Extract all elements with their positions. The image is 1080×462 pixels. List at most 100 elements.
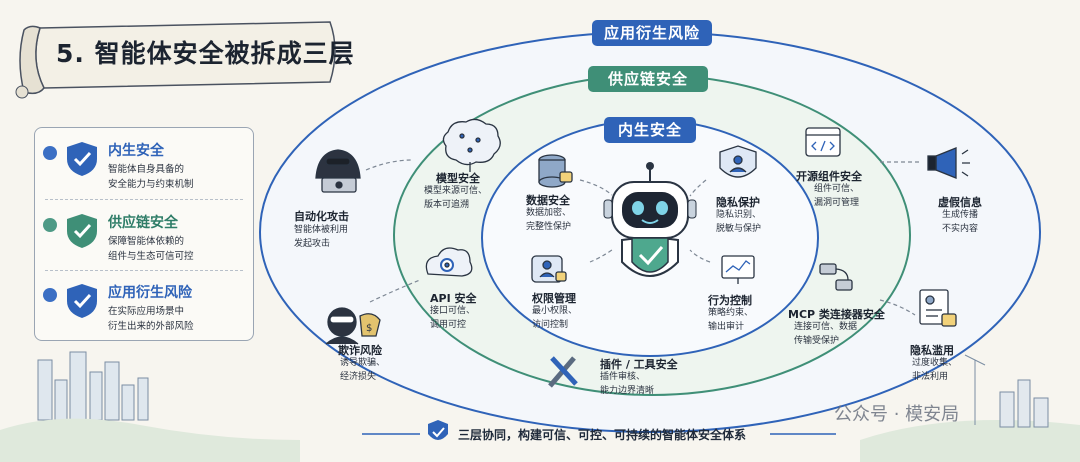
node-permission-desc: 最小权限、 访问控制 <box>532 304 577 332</box>
ground-left <box>0 418 300 462</box>
node-desc-line: 传输受保护 <box>794 336 840 346</box>
node-api-title: API 安全 <box>430 292 477 305</box>
node-desc-line: 策略约束、 <box>708 308 754 318</box>
node-model-desc: 模型来源可信、 版本可追溯 <box>424 184 487 212</box>
node-mcp-title: MCP 类连接器安全 <box>788 308 885 321</box>
ground-right <box>860 420 1080 462</box>
tools-icon <box>548 356 578 388</box>
node-desc-line: 非法利用 <box>912 372 949 382</box>
legend-desc-line: 在实际应用场景中 <box>108 306 185 317</box>
legend-item-application: 应用衍生风险 在实际应用场景中 衍生出来的外部风险 <box>35 274 253 340</box>
legend-desc: 保障智能体依赖的 组件与生态可信可控 <box>108 234 248 264</box>
page-title: 5. 智能体安全被拆成三层 <box>56 39 355 68</box>
node-fake-desc: 生成传播 不实内容 <box>942 208 978 236</box>
legend-dot <box>43 288 57 302</box>
node-desc-line: 过度收集、 <box>912 358 958 368</box>
ring-label-inner: 内生安全 <box>604 117 696 143</box>
node-mcp-desc: 连接可信、数据 传输受保护 <box>794 320 857 348</box>
legend-dot <box>43 218 57 232</box>
node-desc-line: 插件审核、 <box>600 372 646 382</box>
ring-label-outer: 应用衍生风险 <box>592 20 712 46</box>
database-lock-icon <box>538 154 573 188</box>
node-data-title: 数据安全 <box>526 194 570 207</box>
legend-dot <box>43 146 57 160</box>
brain-icon <box>442 118 501 172</box>
privacy-shield-user-icon <box>719 145 757 178</box>
legend-desc-line: 安全能力与约束机制 <box>108 179 194 190</box>
node-fraud-desc: 诱导欺骗、 经济损失 <box>340 356 385 384</box>
node-desc-line: 隐私识别、 <box>716 210 762 220</box>
node-desc-line: 漏洞可管理 <box>814 198 860 208</box>
legend-title: 供应链安全 <box>108 215 178 231</box>
node-desc-line: 版本可追溯 <box>424 200 470 210</box>
shield-check-icon <box>67 284 97 318</box>
node-desc-line: 不实内容 <box>942 224 979 234</box>
node-desc-line: 模型来源可信、 <box>424 186 488 196</box>
node-desc-line: 接口可信、 <box>430 306 476 316</box>
node-automation-desc: 智能体被利用 发起攻击 <box>294 223 348 251</box>
legend-desc: 智能体自身具备的 安全能力与约束机制 <box>108 162 248 192</box>
legend-item-supply-chain: 供应链安全 保障智能体依赖的 组件与生态可信可控 <box>35 204 253 270</box>
legend-title: 内生安全 <box>108 143 164 159</box>
megaphone-icon <box>927 147 970 179</box>
node-privacy-desc: 隐私识别、 脱敏与保护 <box>716 208 761 236</box>
node-desc-line: 最小权限、 <box>532 306 578 316</box>
node-model-title: 模型安全 <box>436 172 480 185</box>
node-plugin-desc: 插件审核、 能力边界清晰 <box>600 370 654 398</box>
node-behavior-desc: 策略约束、 输出审计 <box>708 306 753 334</box>
node-automation-title: 自动化攻击 <box>294 210 349 223</box>
node-desc-line: 诱导欺骗、 <box>340 358 386 368</box>
node-api-desc: 接口可信、 调用可控 <box>430 304 475 332</box>
city-skyline-right <box>964 354 1049 428</box>
legend-desc-line: 组件与生态可信可控 <box>108 251 194 262</box>
monitor-chart-icon <box>721 255 755 284</box>
svg-text:$: $ <box>366 323 372 334</box>
node-desc-line: 访问控制 <box>532 320 569 330</box>
plug-connector-icon <box>819 263 853 291</box>
legend-item-intrinsic: 内生安全 智能体自身具备的 安全能力与约束机制 <box>35 132 253 198</box>
node-fraud-title: 欺诈风险 <box>338 344 382 357</box>
footer-caption: 三层协同，构建可信、可控、可持续的智能体安全体系 <box>458 428 747 442</box>
node-abuse-desc: 过度收集、 非法利用 <box>912 356 957 384</box>
user-lock-icon <box>531 255 567 283</box>
node-permission-title: 权限管理 <box>532 292 576 305</box>
legend-panel: 内生安全 智能体自身具备的 安全能力与约束机制 供应链安全 保障智能体依赖的 组… <box>34 127 254 341</box>
node-opensource-title: 开源组件安全 <box>796 170 862 183</box>
watermark: 公众号 · 模安局 <box>834 404 960 425</box>
cloud-gear-icon <box>425 247 473 277</box>
shield-check-icon <box>67 142 97 176</box>
legend-divider <box>45 270 243 271</box>
legend-desc-line: 保障智能体依赖的 <box>108 236 185 247</box>
legend-desc-line: 衍生出来的外部风险 <box>108 321 194 332</box>
node-desc-line: 经济损失 <box>340 372 377 382</box>
node-desc-line: 生成传播 <box>942 210 979 220</box>
code-window-icon <box>805 127 841 157</box>
node-desc-line: 发起攻击 <box>294 239 331 249</box>
node-abuse-title: 隐私滥用 <box>910 344 954 357</box>
node-desc-line: 智能体被利用 <box>294 225 349 235</box>
footer-shield-icon <box>428 420 448 440</box>
node-plugin-title: 插件 / 工具安全 <box>600 358 678 371</box>
document-lock-icon <box>919 289 957 327</box>
ring-label-middle: 供应链安全 <box>588 66 708 92</box>
node-desc-line: 调用可控 <box>430 320 467 330</box>
node-privacy-title: 隐私保护 <box>716 196 760 209</box>
node-opensource-desc: 组件可信、 漏洞可管理 <box>814 182 859 210</box>
thief-icon: $ <box>325 307 381 345</box>
shield-check-icon <box>67 214 97 248</box>
legend-divider <box>45 199 243 200</box>
node-fake-title: 虚假信息 <box>938 196 982 209</box>
node-desc-line: 能力边界清晰 <box>600 386 655 396</box>
node-behavior-title: 行为控制 <box>708 294 752 307</box>
node-desc-line: 脱敏与保护 <box>716 224 762 234</box>
node-desc-line: 数据加密、 <box>526 208 572 218</box>
title-scroll <box>15 21 336 99</box>
hacker-icon <box>315 149 361 193</box>
legend-desc: 在实际应用场景中 衍生出来的外部风险 <box>108 304 248 334</box>
node-desc-line: 连接可信、数据 <box>794 322 858 332</box>
legend-desc-line: 智能体自身具备的 <box>108 164 185 175</box>
node-desc-line: 组件可信、 <box>814 184 860 194</box>
city-skyline-left <box>37 351 149 421</box>
robot-icon <box>603 162 697 277</box>
